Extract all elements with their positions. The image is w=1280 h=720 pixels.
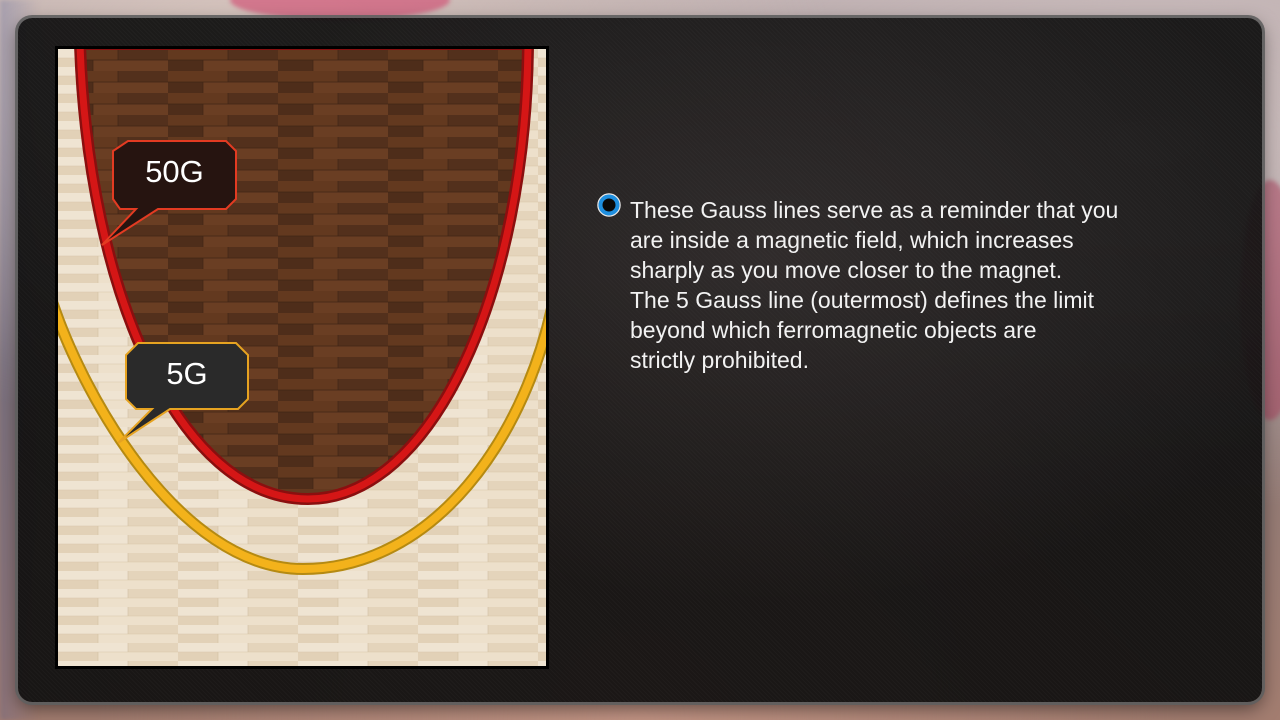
- 50g-callout: [101, 140, 237, 246]
- 50g-line: [76, 49, 532, 503]
- background-blur-shape: [230, 0, 450, 20]
- description-line: beyond which ferromagnetic objects are: [630, 317, 1037, 343]
- description-line: strictly prohibited.: [630, 347, 809, 373]
- description-line: These Gauss lines serve as a reminder th…: [630, 197, 1119, 223]
- 50g-label: 50G: [145, 154, 204, 189]
- description-line: are inside a magnetic field, which incre…: [630, 227, 1074, 253]
- 5g-callout: [117, 342, 249, 444]
- gauss-lines-floor-diagram: [58, 49, 546, 666]
- 5g-label: 5G: [166, 356, 208, 391]
- radio-bullet-icon: [597, 193, 621, 217]
- description-line: sharply as you move closer to the magnet…: [630, 257, 1063, 283]
- gauss-lines-illustration: 50G 5G: [55, 46, 549, 669]
- description-line: The 5 Gauss line (outermost) defines the…: [630, 287, 1095, 313]
- gauss-lines-description: These Gauss lines serve as a reminder th…: [630, 195, 1210, 375]
- tutorial-panel: 50G 5G These Gauss lines serve as a remi…: [18, 18, 1262, 702]
- 5g-line: [58, 306, 546, 574]
